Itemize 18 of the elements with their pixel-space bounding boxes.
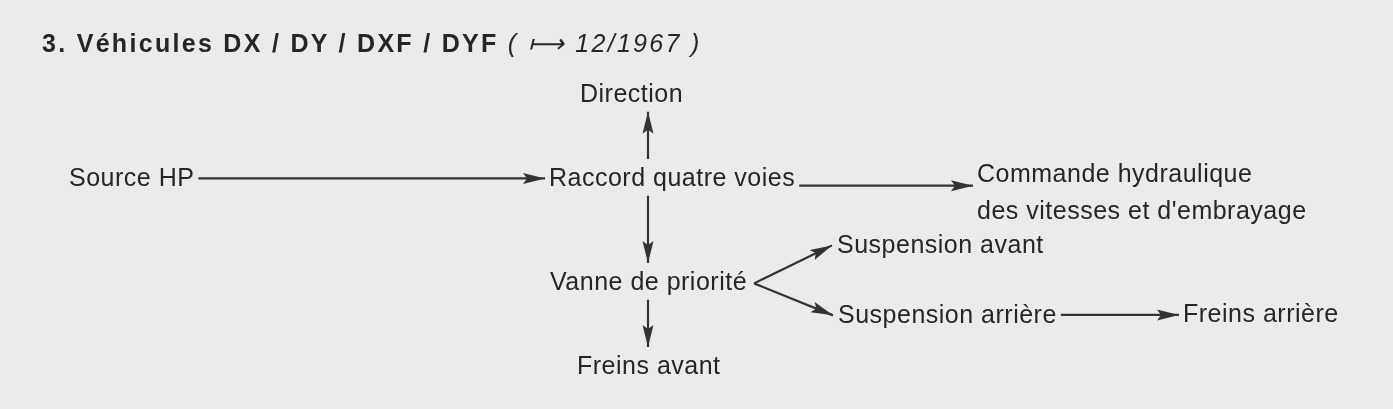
node-label: Vanne de priorité	[550, 267, 748, 296]
node-label: Source HP	[69, 163, 195, 192]
node-label: Freins avant	[577, 351, 721, 380]
node-label: Suspension arrière	[838, 300, 1057, 329]
node-label: Raccord quatre voies	[549, 163, 796, 192]
arrow	[753, 244, 833, 285]
arrow	[642, 111, 654, 159]
node-label: Freins arrière	[1183, 299, 1339, 328]
node-label: Commande hydraulique des vitesses et d'embrayage	[977, 155, 1307, 229]
arrow	[198, 172, 545, 184]
arrow	[799, 180, 973, 192]
title: 3. Véhicules DX / DY / DXF / DYF ( ⟼ 12/1967 )	[42, 29, 702, 58]
node-label: Suspension avant	[837, 230, 1044, 259]
arrow	[642, 195, 654, 263]
arrow	[753, 282, 834, 317]
node-label: Direction	[580, 79, 684, 108]
arrow	[642, 299, 654, 347]
arrow	[1060, 309, 1179, 321]
